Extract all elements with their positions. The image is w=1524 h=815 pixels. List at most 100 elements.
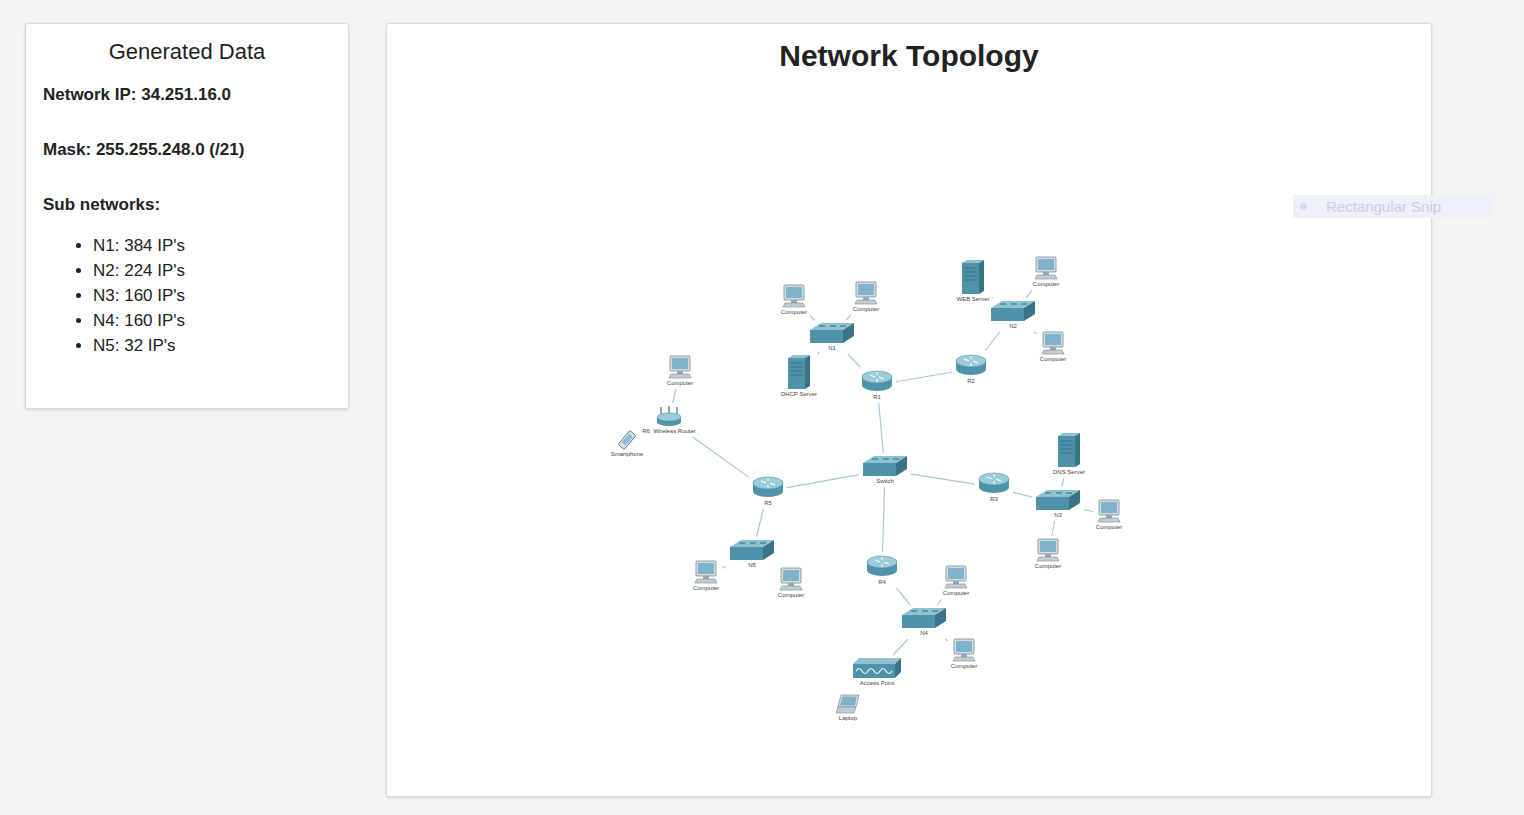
network-link	[1034, 332, 1037, 334]
network-link	[693, 437, 749, 477]
icon-part	[1043, 332, 1063, 347]
icon-part	[979, 260, 984, 294]
device-label: Computer	[1035, 563, 1061, 570]
icon-part	[1060, 441, 1073, 453]
computer-icon	[1035, 538, 1061, 562]
network-device: R5	[751, 475, 785, 507]
network-link	[818, 352, 820, 354]
device-label: DNS Server	[1053, 469, 1085, 476]
network-device: Computer	[950, 638, 978, 670]
icon-part	[836, 707, 856, 713]
computer-icon	[781, 284, 807, 308]
device-label: R1	[873, 394, 881, 401]
network-link	[893, 639, 908, 655]
network-device: Computer	[780, 284, 808, 316]
network-link	[848, 354, 860, 367]
icon-part	[895, 658, 901, 678]
subnet-item: N5: 32 IP's	[93, 333, 331, 358]
device-label: Computer	[1040, 356, 1066, 363]
computer-icon	[693, 560, 719, 584]
network-link	[1052, 521, 1055, 536]
icon-part	[1000, 304, 1027, 305]
info-line: Mask: 255.255.248.0 (/21)	[43, 139, 331, 161]
network-link	[1062, 478, 1064, 487]
icon-part	[622, 433, 634, 445]
icon-part	[956, 641, 972, 652]
network-link	[992, 297, 994, 299]
icon-part	[783, 303, 805, 307]
router-icon	[866, 554, 898, 578]
network-device: Computer	[852, 281, 880, 313]
computer-icon	[853, 281, 879, 305]
panel-heading: Generated Data	[43, 38, 331, 66]
icon-part	[1045, 554, 1051, 557]
icon-part	[911, 611, 938, 612]
subnet-item: N4: 160 IP's	[93, 308, 331, 333]
network-device: DNS Server	[1052, 432, 1086, 476]
server-icon	[961, 259, 985, 295]
icon-part	[945, 584, 967, 588]
icon-part	[1099, 500, 1119, 515]
icon-part	[870, 372, 884, 382]
network-device: R4	[865, 554, 899, 586]
access-point-icon	[852, 657, 902, 679]
icon-part	[856, 669, 892, 674]
icon-part	[790, 363, 803, 375]
icon-part	[1038, 539, 1058, 554]
wireless-router-icon	[655, 405, 683, 427]
network-link	[787, 475, 859, 488]
network-link	[883, 487, 885, 552]
network-link	[937, 599, 942, 605]
subnet-item: N1: 384 IP's	[93, 233, 331, 258]
snip-dot	[1300, 203, 1307, 210]
snip-tooltip: Rectangular Snip	[1293, 195, 1493, 218]
router-icon	[955, 353, 987, 377]
icon-part	[1038, 259, 1054, 270]
network-link	[756, 509, 763, 537]
icon-part	[875, 557, 889, 567]
network-device: Computer	[1032, 256, 1060, 288]
network-device: Access Point	[851, 657, 903, 687]
subnet-item: N2: 224 IP's	[93, 258, 331, 283]
network-device: Switch	[861, 455, 909, 485]
network-link	[896, 372, 952, 382]
network-link	[1013, 492, 1032, 497]
icon-part	[858, 284, 874, 295]
data-panel: Generated DataNetwork IP: 34.251.16.0Mas…	[25, 23, 349, 409]
icon-part	[1106, 515, 1112, 518]
network-device: N5	[728, 539, 776, 569]
icon-part	[761, 478, 775, 488]
switch-icon	[1035, 489, 1081, 511]
network-device: N1	[808, 322, 856, 352]
computer-icon	[951, 638, 977, 662]
icon-part	[863, 297, 869, 300]
device-label: Computer	[778, 592, 804, 599]
icon-part	[703, 576, 709, 579]
icon-part	[1043, 272, 1049, 275]
icon-part	[1045, 334, 1061, 345]
panel-heading: Network Topology	[387, 38, 1431, 74]
device-label: WEB Server	[956, 296, 989, 303]
network-device: WEB Server	[955, 259, 990, 303]
device-label: N4	[920, 630, 928, 637]
icon-part	[1101, 502, 1117, 513]
switch-icon	[729, 539, 775, 561]
network-device: R2	[954, 353, 988, 385]
network-device: Smartphone	[610, 430, 645, 458]
device-label: Switch	[876, 478, 894, 485]
icon-part	[730, 547, 763, 560]
icon-part	[862, 371, 892, 383]
device-label: Smartphone	[611, 451, 644, 458]
icon-part	[853, 664, 895, 678]
icon-part	[677, 371, 683, 374]
network-device: R6: Wireless Router	[641, 405, 697, 435]
device-label: Computer	[951, 663, 977, 670]
device-label: Laptop	[839, 715, 857, 722]
icon-part	[1036, 257, 1056, 272]
topology-panel: Network TopologyComputerComputerN1DHCP S…	[386, 23, 1432, 797]
icon-part	[780, 586, 802, 590]
switch-icon	[862, 455, 908, 477]
watermark-text: Rectangular Snip	[1326, 198, 1441, 215]
switch-icon	[901, 607, 947, 629]
